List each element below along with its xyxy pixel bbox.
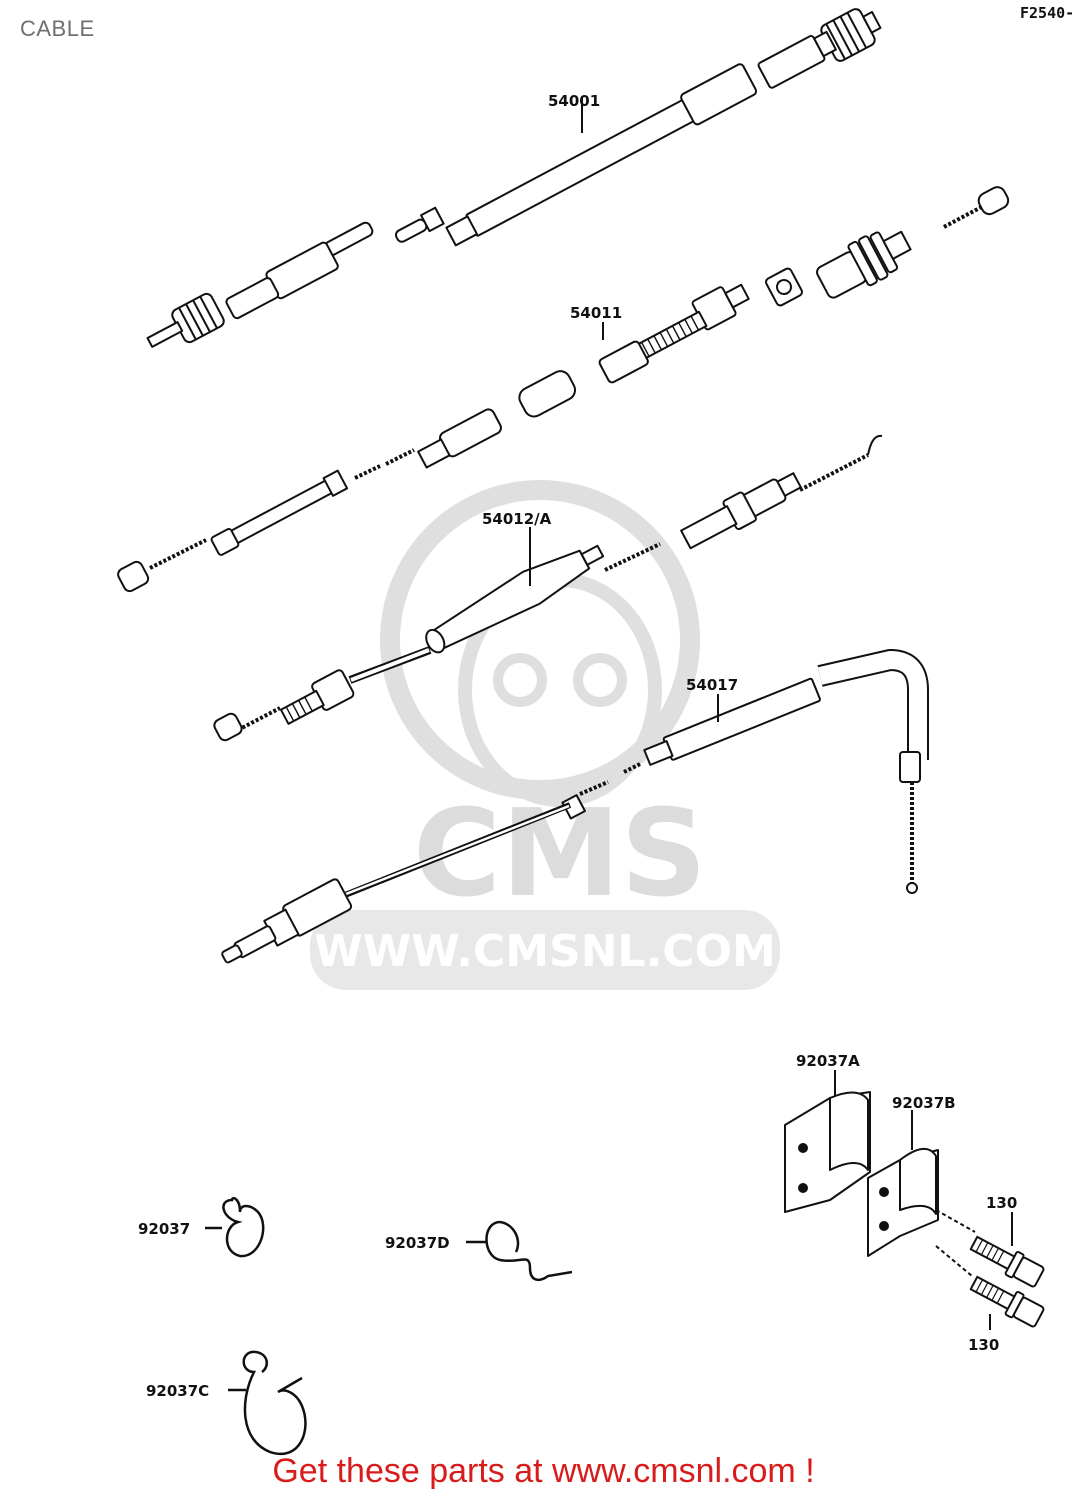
throttle-adjuster — [816, 230, 912, 299]
clutch-cable[interactable] — [212, 434, 883, 743]
page-title: CABLE — [20, 16, 95, 41]
watermark-ring — [380, 480, 700, 800]
clamp-92037d[interactable] — [466, 1220, 573, 1282]
part-label-54012a[interactable]: 54012/A — [482, 510, 552, 528]
cable-lower-nut — [146, 292, 225, 348]
clamp-92037[interactable] — [205, 1196, 265, 1258]
speedometer-cable[interactable] — [142, 2, 886, 359]
part-label-92037a[interactable]: 92037A — [796, 1052, 860, 1070]
clutch-adjuster — [680, 472, 802, 550]
watermark-url: WWW.CMSNL.COM — [314, 926, 776, 977]
clutch-housing — [425, 544, 605, 654]
part-label-92037c[interactable]: 92037C — [146, 1382, 209, 1400]
part-label-130-lower[interactable]: 130 — [968, 1336, 999, 1354]
clutch-cable-end — [213, 712, 243, 742]
figure-code: F2540- — [1020, 4, 1075, 22]
watermark-plate — [310, 910, 780, 990]
throttle-thread — [598, 283, 750, 384]
part-label-54017[interactable]: 54017 — [686, 676, 738, 694]
part-label-92037b[interactable]: 92037B — [892, 1094, 956, 1112]
part-label-92037[interactable]: 92037 — [138, 1220, 190, 1238]
part-label-130-upper[interactable]: 130 — [986, 1194, 1017, 1212]
part-label-92037d[interactable]: 92037D — [385, 1234, 450, 1252]
choke-cable[interactable] — [216, 649, 929, 972]
choke-knob — [221, 878, 353, 964]
throttle-cable-end — [117, 560, 150, 593]
bolt-130-upper[interactable] — [935, 1209, 1045, 1289]
bracket-92037b[interactable] — [867, 1110, 939, 1257]
part-label-54011[interactable]: 54011 — [570, 304, 622, 322]
bolt-130-lower[interactable] — [935, 1245, 1045, 1330]
clamp-92037c[interactable] — [228, 1350, 307, 1456]
get-parts-link[interactable]: Get these parts at www.cmsnl.com ! — [272, 1452, 815, 1490]
bracket-92037a[interactable] — [784, 1070, 871, 1213]
throttle-cable[interactable] — [116, 184, 1011, 593]
part-label-54001[interactable]: 54001 — [548, 92, 600, 110]
